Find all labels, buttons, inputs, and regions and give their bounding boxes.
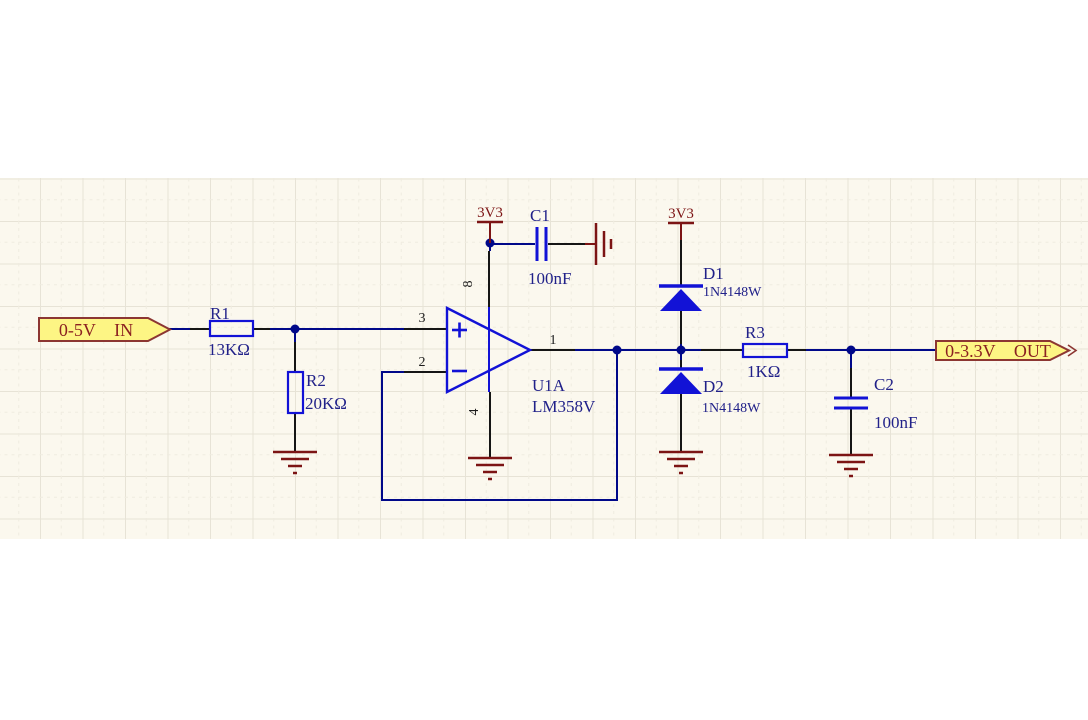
- port-output-arrow-tip: [1067, 344, 1078, 357]
- pin-number-2: 2: [419, 355, 426, 370]
- gnd-symbol-r2[interactable]: [273, 450, 317, 475]
- power-port-3v3-clamp[interactable]: 3V3: [668, 206, 694, 240]
- power-label: 3V3: [668, 206, 694, 222]
- pins: [190, 240, 852, 458]
- r2-designator[interactable]: R2: [306, 371, 326, 390]
- c2-designator[interactable]: C2: [874, 375, 894, 394]
- r1-designator[interactable]: R1: [210, 304, 230, 323]
- opamp-polarity-marks: [452, 322, 467, 373]
- gnd-symbol-d2[interactable]: [659, 450, 703, 475]
- sheet-grid: [0, 178, 1088, 539]
- diode-d1[interactable]: D1 1N4148W: [659, 264, 762, 311]
- power-label: 3V3: [477, 205, 503, 221]
- capacitor-c2[interactable]: C2 100nF: [834, 375, 917, 432]
- pin-number-1: 1: [550, 333, 557, 348]
- r3-designator[interactable]: R3: [745, 323, 765, 342]
- r1-value[interactable]: 13KΩ: [208, 340, 250, 359]
- ground-symbols: [273, 223, 873, 481]
- junction-dot: [290, 324, 300, 334]
- r3-value[interactable]: 1KΩ: [747, 362, 780, 381]
- pin-number-4: 4: [467, 409, 482, 416]
- r2-body[interactable]: [286, 370, 305, 415]
- junction-dot: [612, 345, 622, 355]
- c1-value[interactable]: 100nF: [528, 269, 571, 288]
- port-output[interactable]: 0-3.3V OUT: [935, 340, 1078, 361]
- r3-body[interactable]: [741, 342, 789, 359]
- gnd-symbol-opamp[interactable]: [468, 456, 512, 481]
- opamp-part-number[interactable]: LM358V: [532, 397, 596, 416]
- opamp-u1a[interactable]: 3 2 1 8 4 U1A LM358V: [419, 281, 597, 417]
- port-input-flag[interactable]: [38, 317, 173, 342]
- c1-designator[interactable]: C1: [530, 206, 550, 225]
- c2-value[interactable]: 100nF: [874, 413, 917, 432]
- wire-feedback[interactable]: [381, 351, 618, 501]
- capacitor-c1[interactable]: C1 100nF: [528, 206, 571, 288]
- d2-anode-triangle[interactable]: [660, 372, 702, 394]
- port-output-label: 0-3.3V OUT: [945, 341, 1051, 361]
- d1-value[interactable]: 1N4148W: [703, 285, 762, 300]
- port-input[interactable]: 0-5V IN: [38, 317, 173, 342]
- d2-designator[interactable]: D2: [703, 377, 724, 396]
- port-output-flag[interactable]: [935, 340, 1072, 361]
- diode-d2[interactable]: D2 1N4148W: [659, 367, 761, 416]
- d2-value[interactable]: 1N4148W: [702, 401, 761, 416]
- d1-anode-triangle[interactable]: [660, 289, 702, 311]
- pin-number-8: 8: [461, 281, 476, 288]
- r1-body[interactable]: [208, 319, 255, 338]
- r2-value[interactable]: 20KΩ: [305, 394, 347, 413]
- d1-designator[interactable]: D1: [703, 264, 724, 283]
- port-input-label: 0-5V IN: [59, 320, 133, 340]
- resistor-r3[interactable]: R3 1KΩ: [741, 323, 789, 381]
- junction-dots: [290, 238, 856, 355]
- power-port-3v3-opamp[interactable]: 3V3: [477, 205, 503, 243]
- pin-number-3: 3: [419, 311, 426, 326]
- resistor-r1[interactable]: R1 13KΩ: [208, 304, 255, 359]
- resistor-r2[interactable]: R2 20KΩ: [286, 370, 347, 415]
- opamp-designator[interactable]: U1A: [532, 376, 566, 395]
- earth-symbol-c1[interactable]: [585, 223, 613, 265]
- junction-dot: [676, 345, 686, 355]
- gnd-symbol-c2[interactable]: [829, 453, 873, 478]
- junction-dot: [846, 345, 856, 355]
